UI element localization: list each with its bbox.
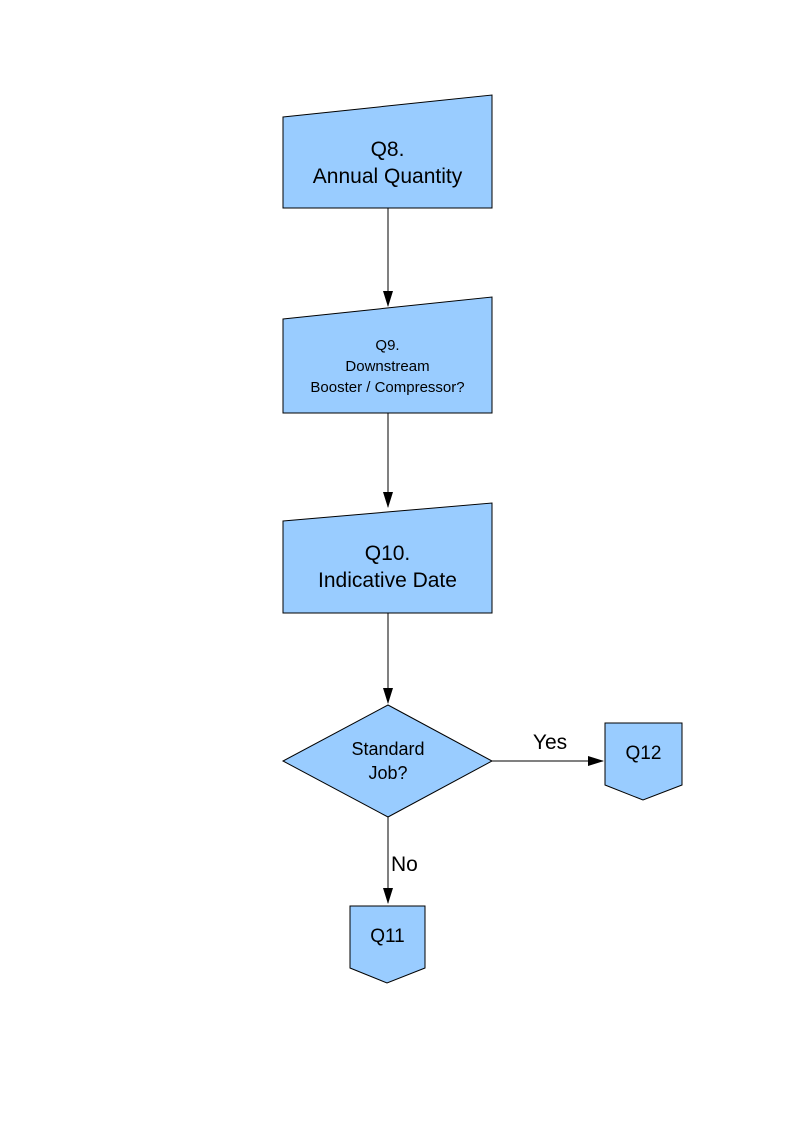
node-q9-manual-input-shape xyxy=(282,296,493,414)
node-q9-label-line: Q9. xyxy=(375,336,400,354)
node-q9-label-line: Downstream xyxy=(345,357,430,375)
node-q9-label-line: Booster / Compressor? xyxy=(310,378,465,396)
node-q12-label-line: Q12 xyxy=(625,743,662,764)
node-q12-label: Q12 xyxy=(605,723,682,785)
node-standard-job-decision-diamond xyxy=(281,704,494,818)
edge-no-label: No xyxy=(391,852,418,876)
edge-yes-label: Yes xyxy=(532,730,568,754)
node-q12-offpage-connector-shape xyxy=(604,722,683,801)
node-q10-label-line: Indicative Date xyxy=(318,569,457,592)
node-q10-manual-input-shape xyxy=(282,502,493,614)
node-q11-label-line: Q11 xyxy=(370,926,405,947)
node-q11-label: Q11 xyxy=(350,906,425,968)
node-q8-manual-input-shape xyxy=(282,94,493,209)
node-q8-label-line: Q8. xyxy=(370,137,405,161)
node-q10-label: Q10. Indicative Date xyxy=(283,521,492,613)
node-q10-label-line: Q10. xyxy=(364,542,411,565)
node-q8-label-line: Annual Quantity xyxy=(312,164,463,188)
node-q11-offpage-connector-shape xyxy=(349,905,426,984)
node-standard-job-label: Standard Job? xyxy=(288,705,488,817)
node-standard-job-label-line: Standard xyxy=(351,739,425,759)
node-q8-label: Q8. Annual Quantity xyxy=(283,117,492,208)
node-standard-job-label-line: Job? xyxy=(368,763,408,783)
node-q9-label: Q9. Downstream Booster / Compressor? xyxy=(283,319,492,413)
